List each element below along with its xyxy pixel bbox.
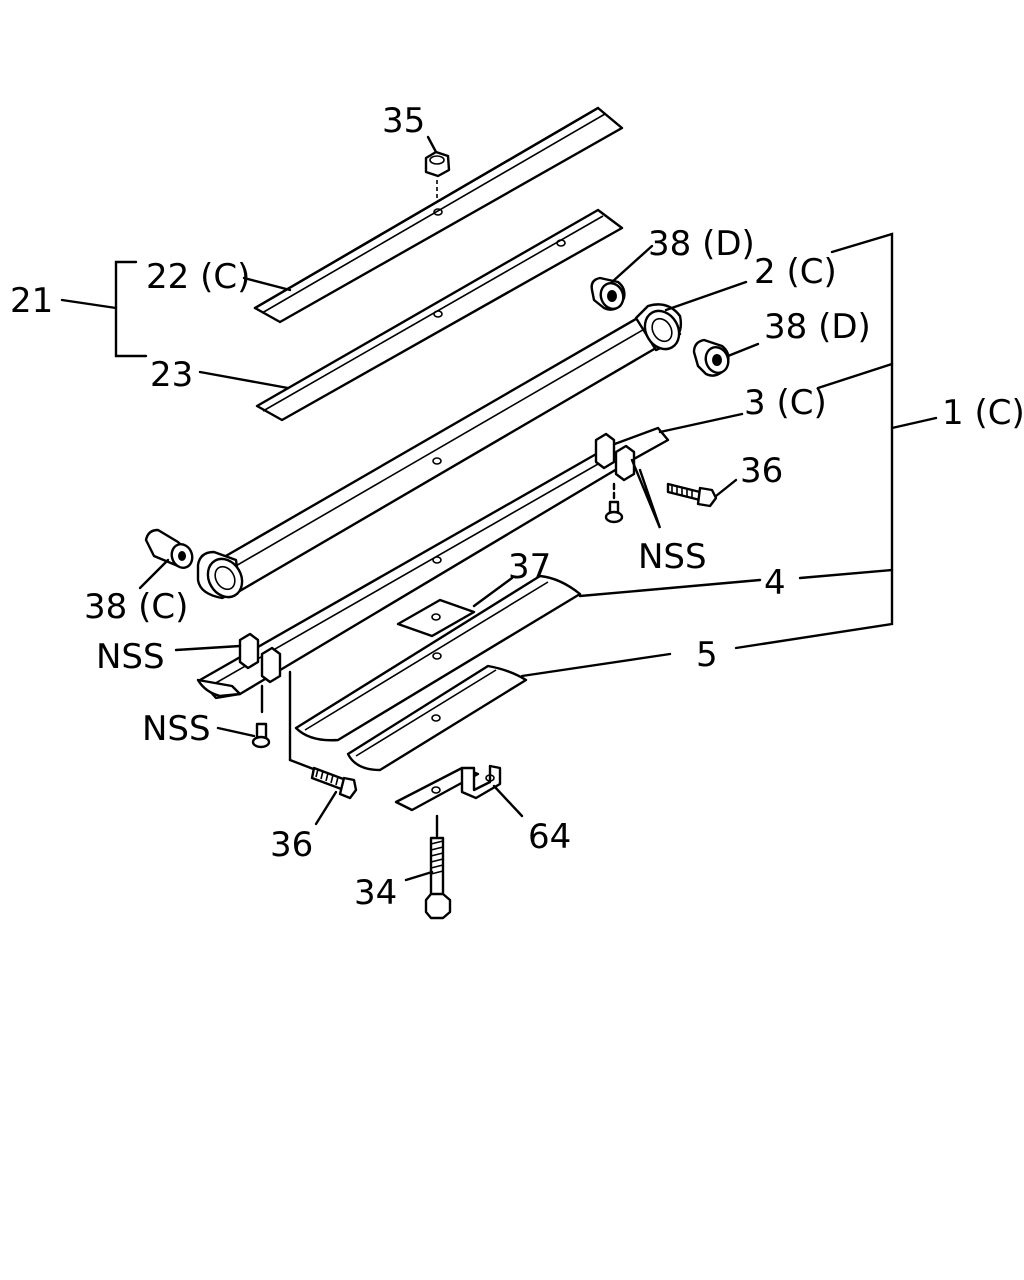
label-21: 21	[10, 281, 53, 321]
leaf-3	[196, 426, 670, 772]
label-nss-left: NSS	[96, 637, 165, 677]
label-38d-top: 38 (D)	[648, 224, 755, 264]
leaf-5	[346, 664, 528, 772]
label-22: 22 (C)	[146, 257, 250, 297]
label-2: 2 (C)	[754, 252, 837, 292]
clip-left	[238, 632, 318, 772]
bushing-38c	[144, 528, 194, 569]
part-labels: 35 22 (C) 21 23 38 (D) 2 (C) 38 (D) 3 (C…	[10, 101, 1024, 913]
label-4: 4	[764, 563, 786, 603]
rivet-nss-bottom	[251, 722, 271, 749]
label-38c: 38 (C)	[84, 587, 188, 627]
bolt-34	[424, 814, 452, 920]
label-nss-right: NSS	[638, 537, 707, 577]
leader-lines	[60, 135, 938, 882]
label-34: 34	[354, 873, 397, 913]
bushing-38d-right	[692, 338, 730, 377]
leaf-eye-right	[634, 303, 683, 352]
label-64: 64	[528, 817, 571, 857]
main-leaf-2	[196, 303, 683, 600]
label-37: 37	[508, 547, 551, 587]
label-36-bottom: 36	[270, 825, 313, 865]
label-35: 35	[382, 101, 425, 141]
clip-right	[594, 432, 636, 500]
label-5: 5	[696, 635, 718, 675]
label-36-right: 36	[740, 451, 783, 491]
rivet-nss-right	[604, 500, 624, 524]
label-23: 23	[150, 355, 193, 395]
bracket-64	[394, 764, 502, 812]
leaf-23	[255, 208, 624, 422]
nut-35	[424, 150, 451, 200]
label-1: 1 (C)	[942, 393, 1024, 433]
label-38d-right: 38 (D)	[764, 307, 871, 347]
label-nss-bottom: NSS	[142, 709, 211, 749]
leaf-22	[253, 106, 624, 324]
bolt-36-right	[666, 482, 718, 508]
leaf-eye-left	[196, 550, 244, 600]
pad-37	[396, 598, 476, 638]
bolt-36-bottom	[310, 766, 358, 800]
bushing-38d-top	[590, 276, 626, 311]
label-3: 3 (C)	[744, 383, 827, 423]
leaf-4	[294, 574, 582, 742]
